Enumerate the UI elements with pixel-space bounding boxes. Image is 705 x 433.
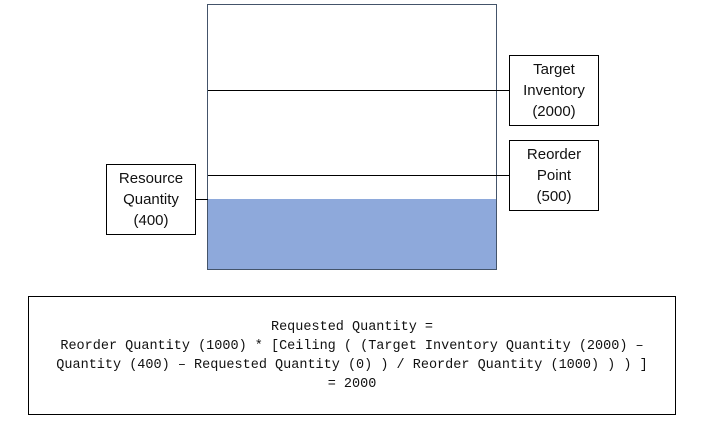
resource-quantity-label-line-1: Resource (118, 170, 184, 187)
formula-line-3: Quantity (400) – Requested Quantity (0) … (56, 357, 648, 373)
target-inventory-line (208, 90, 510, 91)
target-inventory-label-line-2: Inventory (523, 82, 585, 99)
resource-quantity-label-line-2: Quantity (123, 191, 179, 208)
target-inventory-label: Target Inventory (2000) (509, 55, 599, 126)
reorder-point-label-line-2: Point (536, 167, 572, 184)
requested-quantity-formula: Requested Quantity = Reorder Quantity (1… (28, 296, 676, 415)
formula-line-2: Reorder Quantity (1000) * [Ceiling ( (Ta… (60, 338, 644, 354)
formula-line-1: Requested Quantity = (270, 319, 434, 335)
reorder-point-label-line-3: (500) (536, 188, 572, 205)
reorder-point-label-line-1: Reorder (526, 146, 582, 163)
resource-quantity-line (196, 199, 208, 200)
formula-line-4: = 2000 (327, 376, 377, 392)
target-inventory-label-line-3: (2000) (532, 103, 576, 120)
reorder-point-label: Reorder Point (500) (509, 140, 599, 211)
resource-quantity-label: Resource Quantity (400) (106, 164, 196, 235)
resource-quantity-label-line-3: (400) (133, 212, 169, 229)
target-inventory-label-line-1: Target (533, 61, 575, 78)
current-level-fill (208, 199, 496, 269)
reorder-point-line (208, 175, 510, 176)
